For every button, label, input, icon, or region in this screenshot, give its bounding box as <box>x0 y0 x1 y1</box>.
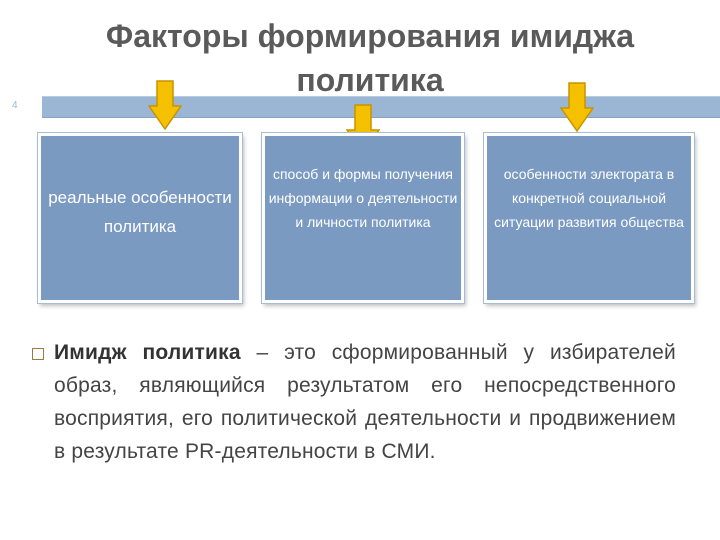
slide-number: 4 <box>12 100 18 111</box>
definition-paragraph: Имидж политика – это сформированный у из… <box>54 336 676 468</box>
slide-title: Факторы формирования имиджа политика <box>105 18 635 98</box>
definition-text: – это сформированный у избирателей образ… <box>54 341 676 463</box>
factor-box-real-features: реальные особенности политика <box>37 132 243 304</box>
down-arrow-icon <box>560 82 594 132</box>
factor-text: реальные особенности политика <box>48 188 232 236</box>
definition-term: Имидж политика <box>54 341 241 364</box>
factor-box-information-methods: способ и формы получения информации о де… <box>261 132 465 304</box>
factor-text: способ и формы получения информации о де… <box>268 166 458 230</box>
factor-text: особенности электората в конкретной соци… <box>494 166 684 230</box>
factor-box-electorate-features: особенности электората в конкретной соци… <box>483 132 695 304</box>
header-bar-cap <box>0 96 42 118</box>
down-arrow-icon <box>148 80 182 130</box>
square-bullet-icon <box>32 348 44 360</box>
